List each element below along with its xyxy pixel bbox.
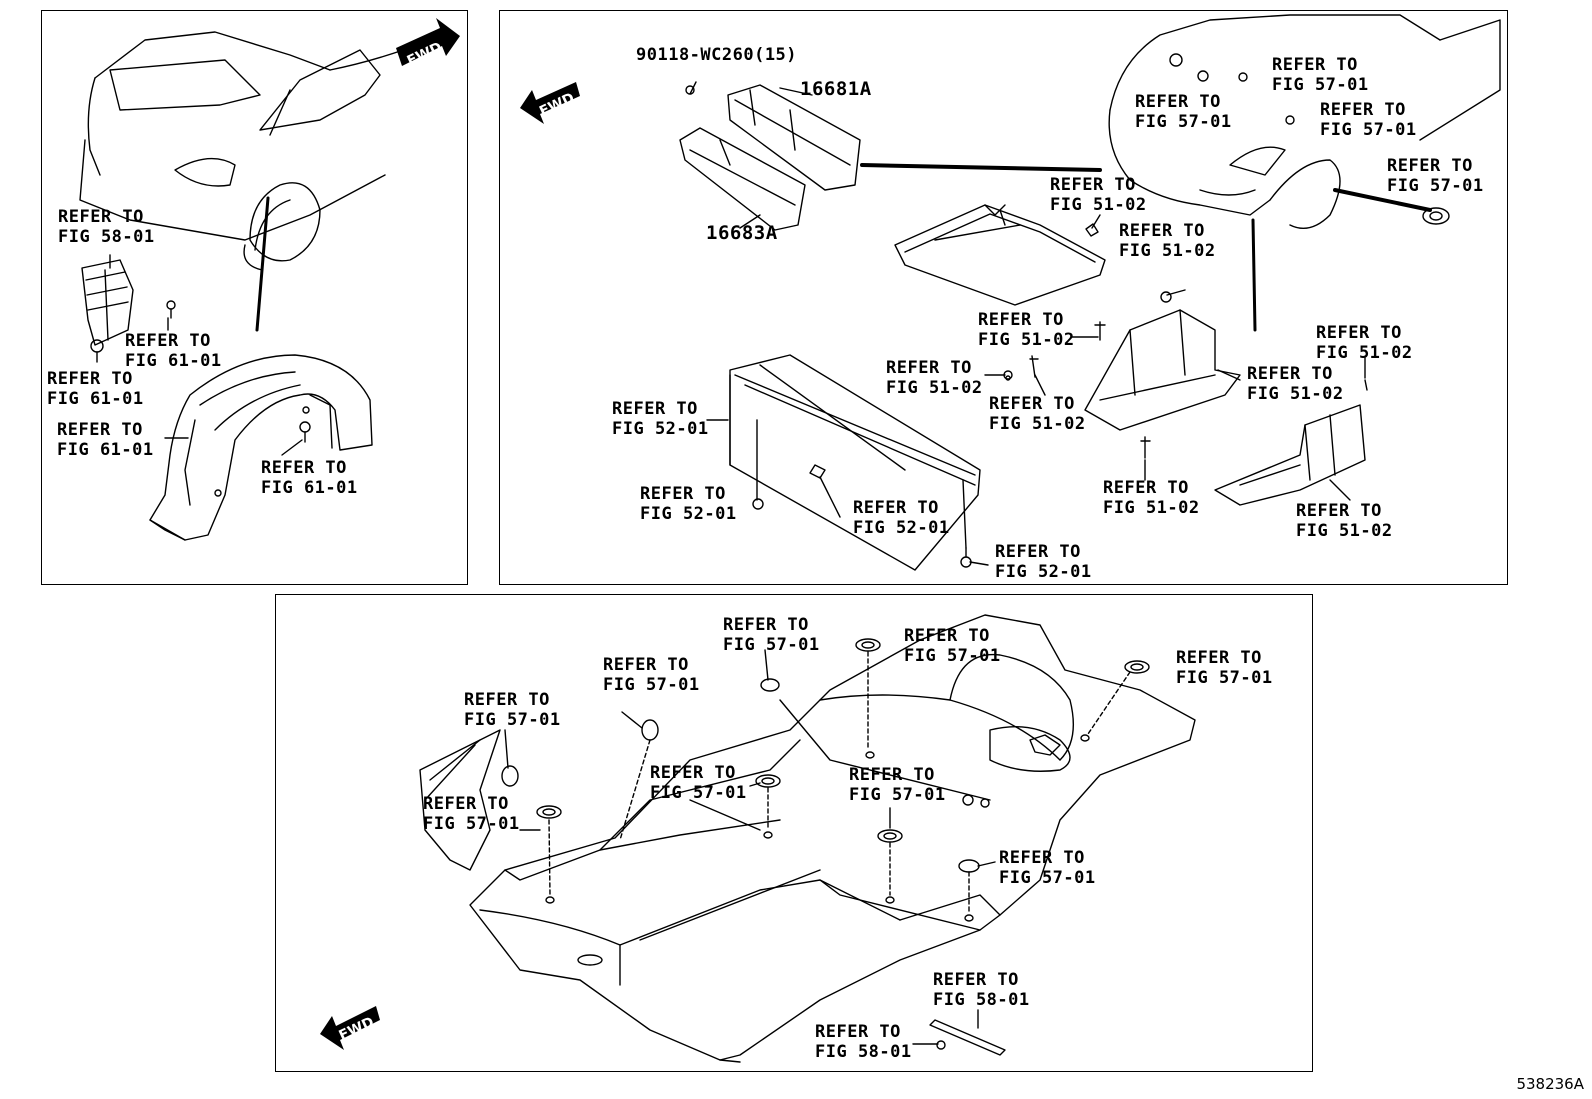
mudflap-drawing bbox=[81, 259, 134, 346]
leader-lines-right bbox=[706, 214, 1366, 566]
dashed-leaders-bottom bbox=[548, 651, 1131, 914]
grommet-right bbox=[1422, 207, 1450, 225]
panel-front-undercover bbox=[499, 10, 1508, 585]
leader-car-front bbox=[1251, 218, 1257, 332]
front-duct-drawing bbox=[679, 84, 861, 231]
engine-undercover-drawing bbox=[419, 614, 1196, 1063]
car-front-drawing bbox=[1108, 14, 1501, 229]
rail-bracket bbox=[929, 1019, 1006, 1056]
leader-grommet bbox=[1333, 188, 1432, 212]
fwd-arrow-bottom: FWD bbox=[320, 1006, 380, 1050]
lower-shield-drawing bbox=[729, 354, 981, 571]
part-number-16683a: 16683A bbox=[706, 222, 778, 244]
fender-liner-drawing bbox=[149, 354, 373, 541]
front-undercover-drawing bbox=[894, 204, 1106, 306]
diagram-code: 538236A bbox=[1516, 1075, 1584, 1093]
fastener-clips-left bbox=[90, 300, 311, 443]
part-number-16681a: 16681A bbox=[800, 78, 872, 100]
fwd-arrow-right: FWD bbox=[520, 82, 580, 124]
leader-duct bbox=[860, 163, 1102, 172]
leader-lines-bottom bbox=[504, 649, 996, 1045]
fwd-arrow-left: FWD bbox=[396, 18, 460, 69]
leader-fender bbox=[255, 196, 270, 332]
part-number-bolt: 90118-WC260(15) bbox=[636, 45, 798, 65]
panel-engine-undercover bbox=[275, 594, 1313, 1072]
panel-fender-liner bbox=[41, 10, 468, 585]
side-shield-drawing bbox=[1084, 309, 1366, 506]
